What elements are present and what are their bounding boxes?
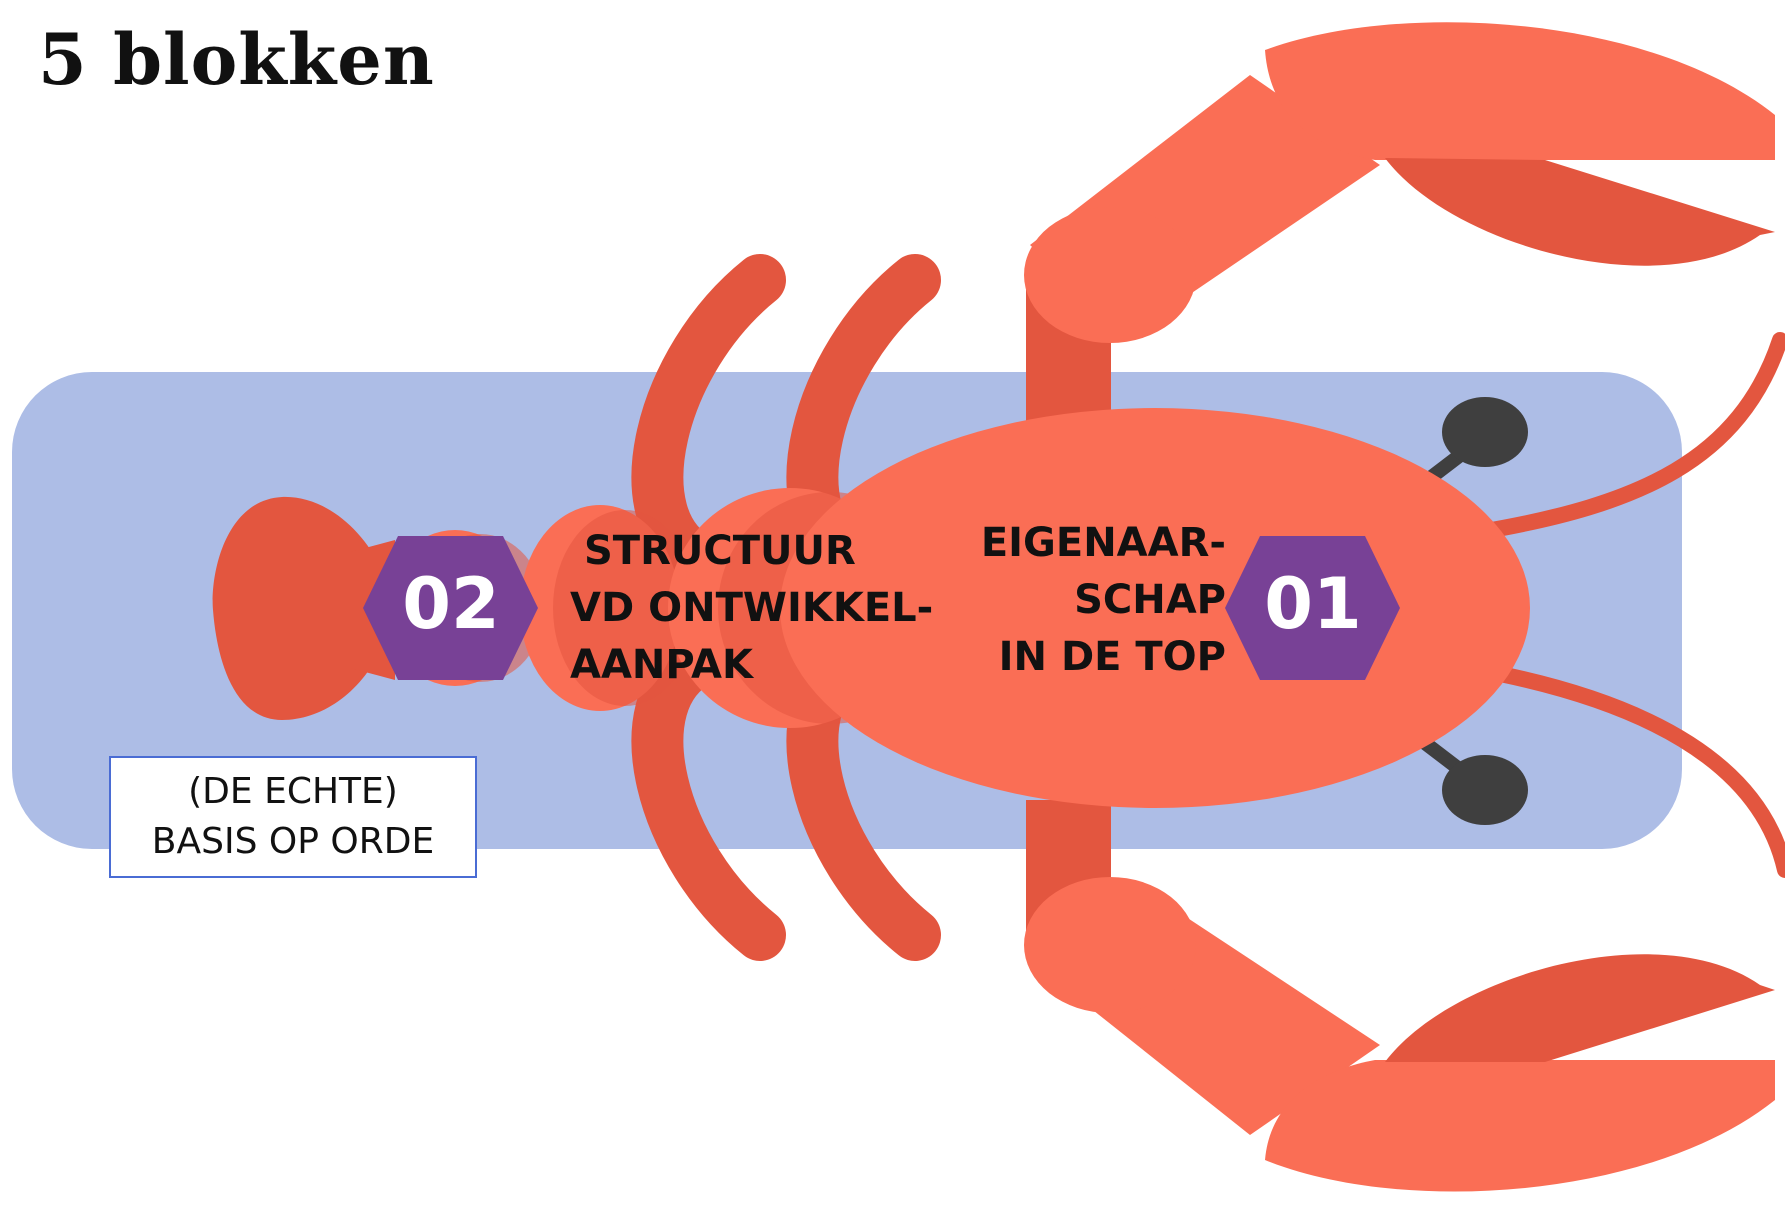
block-label-02-line-2: VD ONTWIKKEL-	[570, 585, 934, 631]
claw-upper	[1024, 22, 1775, 430]
basis-box: (DE ECHTE) BASIS OP ORDE	[109, 756, 477, 878]
hexagon-01	[1225, 536, 1400, 680]
block-label-02-line-3: AANPAK	[570, 642, 753, 688]
block-number-01: 01	[1264, 563, 1362, 645]
block-label-01: EIGENAAR- SCHAP IN DE TOP	[981, 515, 1226, 686]
antenna-lower	[1472, 662, 1785, 878]
eye-upper	[1442, 397, 1528, 467]
claw-lower	[1024, 800, 1775, 1192]
basis-line-1: (DE ECHTE)	[188, 771, 398, 812]
basis-line-2: BASIS OP ORDE	[151, 821, 435, 862]
block-number-02: 02	[402, 563, 500, 645]
eye-lower	[1442, 755, 1528, 825]
block-label-02-line-1: STRUCTUUR	[584, 528, 856, 574]
block-label-01-line-1: EIGENAAR-	[980, 520, 1226, 566]
block-label-01-line-2: SCHAP	[1074, 577, 1226, 623]
block-label-02: STRUCTUUR VD ONTWIKKEL- AANPAK	[570, 523, 933, 694]
page-title: 5 blokken	[38, 18, 435, 101]
tail-segment-2-shade	[553, 510, 697, 706]
block-label-01-line-3: IN DE TOP	[998, 634, 1226, 680]
antenna-upper	[1472, 332, 1785, 540]
lobster-body	[780, 408, 1530, 808]
hexagon-02	[363, 536, 538, 680]
